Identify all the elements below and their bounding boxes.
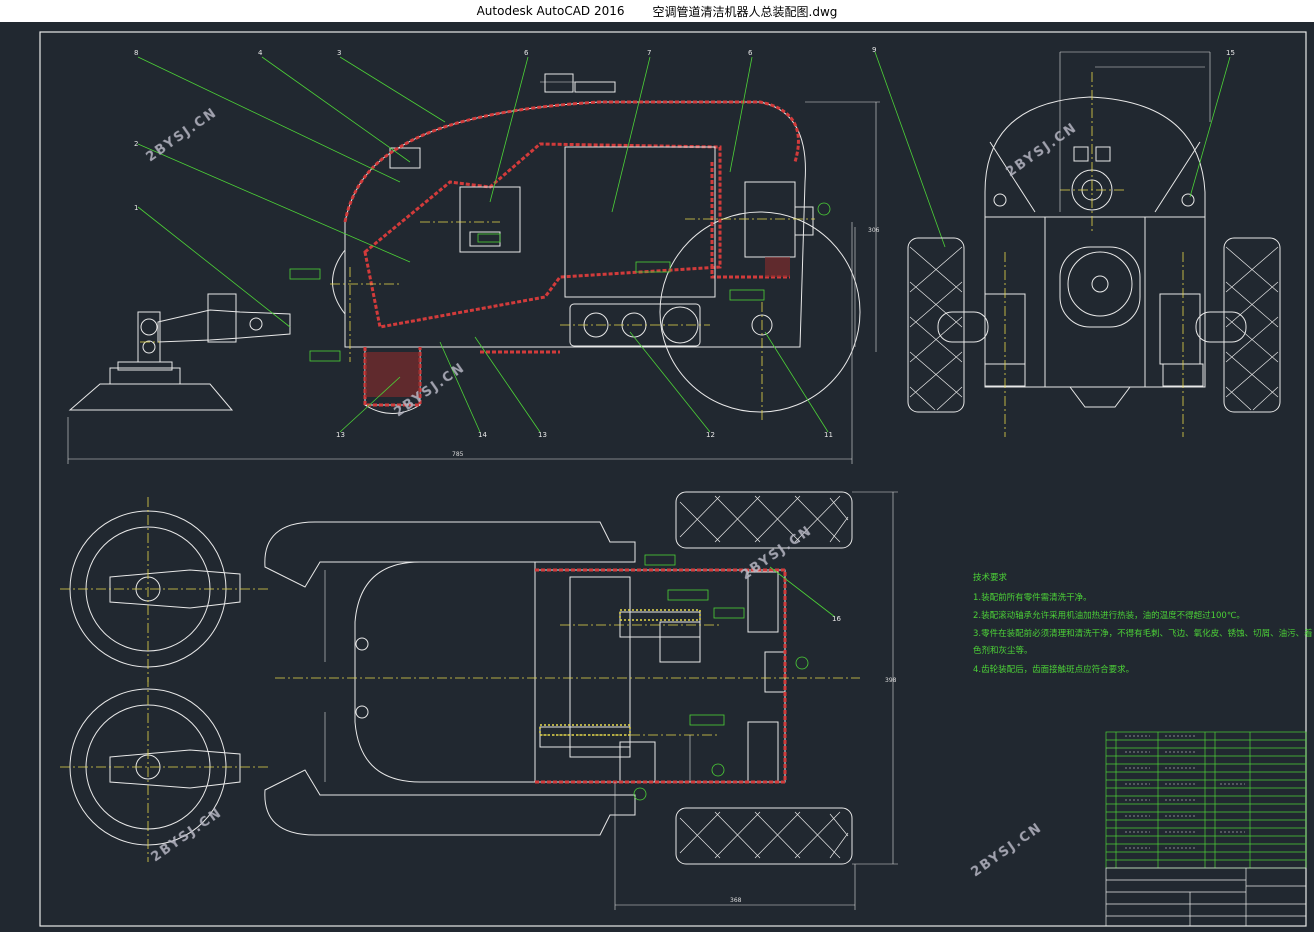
front-tolerance-frames (289, 202, 831, 362)
tech-item-2: 2.装配滚动轴承允许采用机油加热进行热装，油的温度不得超过100℃。 (973, 610, 1245, 621)
balloon-4[interactable]: 4 (258, 49, 263, 57)
front-center-lines (140, 218, 815, 422)
app-name: Autodesk AutoCAD 2016 (476, 4, 625, 18)
side-center-lines (1004, 72, 1184, 437)
dim-overall-length: 785 (452, 451, 464, 458)
top-center-lines (60, 497, 860, 862)
cad-drawing[interactable]: 8 4 3 6 7 6 2 1 13 14 13 12 11 9 785 306 (0, 22, 1314, 928)
balloon-16[interactable]: 16 (832, 615, 841, 623)
parts-list (1105, 731, 1307, 869)
balloon-6b[interactable]: 6 (748, 49, 753, 57)
tech-item-1: 1.装配前所有零件需清洗干净。 (973, 592, 1092, 603)
balloon-9[interactable]: 9 (872, 46, 876, 54)
tech-item-4: 色剂和灰尘等。 (973, 645, 1033, 656)
tech-requirements: 技术要求 1.装配前所有零件需清洗干净。 2.装配滚动轴承允许采用机油加热进行热… (973, 572, 1313, 675)
top-leaders (769, 566, 836, 618)
watermark-1: 2BYSJ.CN (144, 105, 221, 165)
top-tolerance-frames (633, 554, 809, 801)
balloon-8[interactable]: 8 (134, 49, 138, 57)
front-dims (67, 81, 880, 464)
drawing-canvas[interactable]: 8 4 3 6 7 6 2 1 13 14 13 12 11 9 785 306 (0, 22, 1314, 928)
tech-item-5: 4.齿轮装配后，齿面接触斑点应符合要求。 (973, 664, 1134, 675)
wheel-tread-right (1225, 246, 1279, 411)
top-dims (324, 491, 898, 910)
dim-height: 306 (868, 227, 880, 234)
balloon-7[interactable]: 7 (647, 49, 651, 57)
watermarks: 2BYSJ.CN 2BYSJ.CN 2BYSJ.CN 2BYSJ.CN 2BYS… (144, 105, 1081, 880)
top-section (535, 568, 787, 784)
parts-list-text (1125, 735, 1245, 849)
dim-bottom: 368 (730, 897, 742, 904)
balloon-15[interactable]: 15 (1226, 49, 1235, 57)
balloon-14[interactable]: 14 (478, 431, 487, 439)
side-leaders (1189, 56, 1231, 198)
front-leaders (137, 51, 946, 433)
window-title-bar: Autodesk AutoCAD 2016 空调管道清洁机器人总装配图.dwg (0, 0, 1314, 22)
front-section-fill (365, 257, 790, 397)
balloon-11[interactable]: 11 (824, 431, 833, 439)
balloon-12[interactable]: 12 (706, 431, 715, 439)
watermark-5: 2BYSJ.CN (149, 805, 226, 865)
balloon-3[interactable]: 3 (337, 49, 341, 57)
side-view (907, 96, 1281, 413)
title-block (1105, 867, 1307, 927)
file-name: 空调管道清洁机器人总装配图.dwg (652, 4, 838, 19)
front-balloons: 8 4 3 6 7 6 2 1 13 14 13 12 11 9 (134, 46, 876, 439)
balloon-2[interactable]: 2 (134, 140, 138, 148)
drawing-border (39, 31, 1307, 927)
balloon-6[interactable]: 6 (524, 49, 529, 57)
wheel-tread-left (909, 246, 963, 411)
side-dims (1059, 51, 1211, 212)
balloon-13b[interactable]: 13 (538, 431, 547, 439)
tech-item-3: 3.零件在装配前必须清理和清洗干净，不得有毛刺、飞边、氧化皮、锈蚀、切屑、油污、… (973, 628, 1313, 639)
dim-width: 398 (885, 677, 897, 684)
tech-title: 技术要求 (973, 572, 1008, 583)
top-wheel-tread (679, 495, 849, 859)
balloon-1[interactable]: 1 (134, 204, 138, 212)
balloon-13[interactable]: 13 (336, 431, 345, 439)
watermark-3: 2BYSJ.CN (1004, 120, 1081, 180)
watermark-6: 2BYSJ.CN (969, 820, 1046, 880)
